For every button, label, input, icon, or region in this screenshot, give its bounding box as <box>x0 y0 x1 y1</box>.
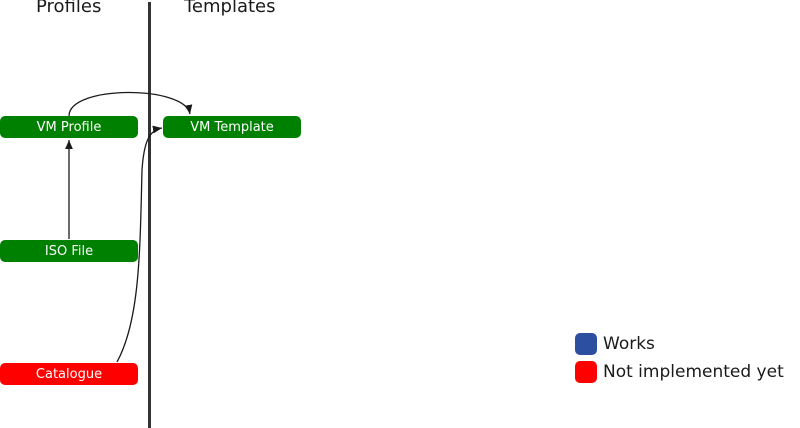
node-iso-file[interactable]: ISO File <box>0 240 138 262</box>
legend-swatch-red <box>575 361 597 383</box>
legend-swatch-blue <box>575 333 597 355</box>
node-vm-template[interactable]: VM Template <box>163 116 301 138</box>
edge-catalogue-to-template <box>116 125 163 363</box>
column-title-profiles: Profiles <box>36 0 102 17</box>
legend-label: Not implemented yet <box>603 362 784 382</box>
legend-label: Works <box>603 334 655 354</box>
column-title-templates: Templates <box>184 0 276 17</box>
column-divider <box>148 2 151 428</box>
legend-works: Works <box>575 333 655 355</box>
legend-not-implemented: Not implemented yet <box>575 361 784 383</box>
node-vm-profile[interactable]: VM Profile <box>0 116 138 138</box>
node-catalogue[interactable]: Catalogue <box>0 363 138 385</box>
edge-profile-to-template <box>68 91 193 117</box>
